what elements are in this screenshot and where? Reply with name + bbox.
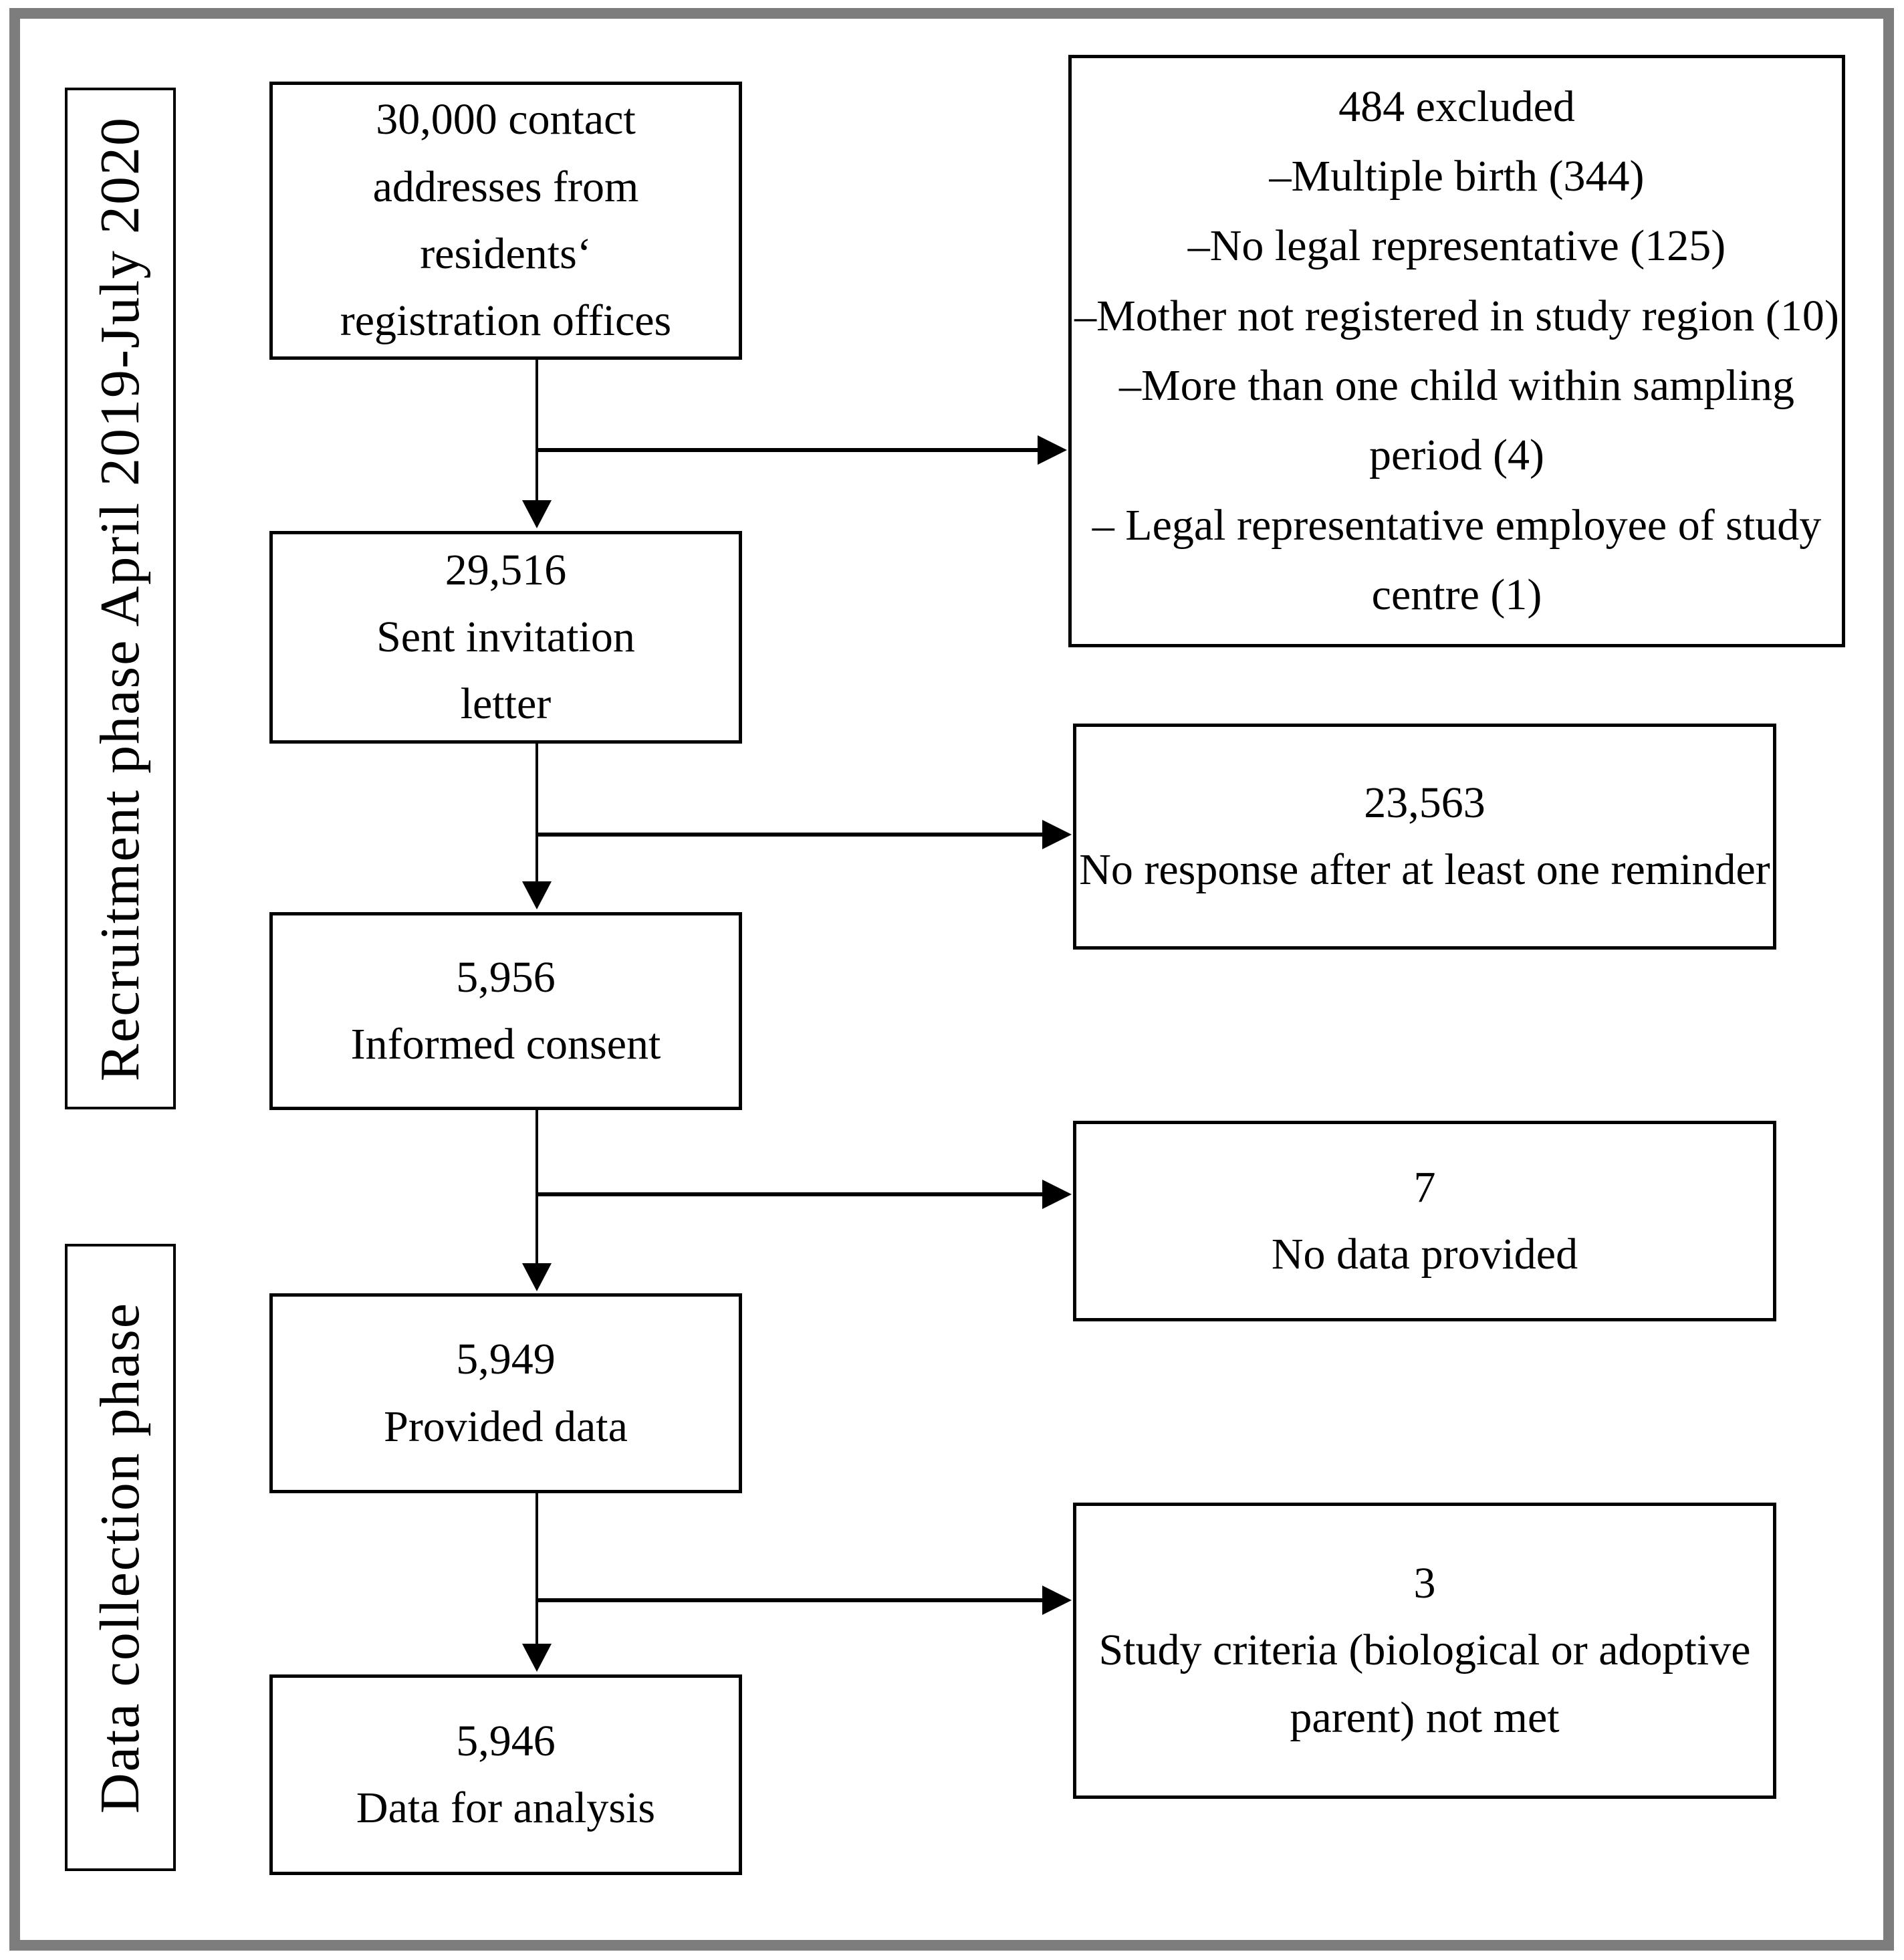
- connector-3-arrowhead: [522, 1263, 552, 1291]
- side-box-no-response: 23,563 No response after at least one re…: [1073, 724, 1776, 950]
- flow-box-contact-addresses-line2: addresses from: [372, 162, 639, 211]
- flow-box-informed-consent-label: Informed consent: [350, 1020, 661, 1069]
- flow-box-sent-invitation-line2: Sent invitation: [376, 612, 635, 661]
- connector-2-line: [536, 744, 538, 885]
- flow-box-sent-invitation-count: 29,516: [445, 545, 567, 594]
- side-box-excluded-item5: – Legal representative employee of study…: [1092, 500, 1822, 619]
- flow-box-informed-consent-count: 5,956: [456, 952, 556, 1002]
- side-box-excluded-item4: –More than one child within sampling per…: [1118, 361, 1794, 480]
- phase-label-recruitment: Recruitment phase April 2019-July 2020: [65, 88, 176, 1109]
- side-box-no-data-provided-label: No data provided: [1271, 1230, 1578, 1279]
- connector-1-line: [536, 360, 538, 506]
- side-box-no-response-label: No response after at least one reminder: [1079, 845, 1770, 894]
- side-box-no-data-provided-count: 7: [1413, 1162, 1436, 1212]
- side-box-excluded-item2: –No legal representative (125): [1187, 221, 1726, 271]
- flow-box-provided-data-label: Provided data: [384, 1402, 628, 1451]
- flow-box-informed-consent: 5,956 Informed consent: [269, 912, 742, 1110]
- branch-3-line: [537, 1192, 1043, 1196]
- phase-label-recruitment-text: Recruitment phase April 2019-July 2020: [89, 116, 152, 1081]
- flow-box-contact-addresses: 30,000 contact addresses from residents‘…: [269, 82, 742, 360]
- flow-box-provided-data-count: 5,949: [456, 1335, 556, 1384]
- side-box-excluded-item3: –Mother not registered in study region (…: [1074, 291, 1839, 340]
- outer-frame: [9, 8, 1894, 1951]
- flow-box-data-for-analysis: 5,946 Data for analysis: [269, 1674, 742, 1875]
- side-box-no-data-provided: 7 No data provided: [1073, 1121, 1776, 1321]
- branch-2-arrowhead: [1042, 820, 1072, 849]
- branch-1-line: [537, 448, 1038, 452]
- branch-1-arrowhead: [1038, 435, 1067, 465]
- flow-box-provided-data: 5,949 Provided data: [269, 1293, 742, 1493]
- side-box-excluded-title: 484 excluded: [1338, 82, 1575, 131]
- flow-box-contact-addresses-line4: registration offices: [340, 296, 672, 346]
- flow-box-sent-invitation: 29,516 Sent invitation letter: [269, 531, 742, 744]
- connector-3-line: [536, 1110, 538, 1267]
- side-box-criteria-not-met: 3 Study criteria (biological or adoptive…: [1073, 1503, 1776, 1799]
- side-box-criteria-not-met-count: 3: [1413, 1559, 1436, 1608]
- branch-4-arrowhead: [1042, 1586, 1072, 1615]
- connector-2-arrowhead: [522, 881, 552, 909]
- side-box-criteria-not-met-label: Study criteria (biological or adoptive p…: [1098, 1626, 1751, 1742]
- connector-1-arrowhead: [522, 500, 552, 528]
- connector-4-line: [536, 1493, 538, 1647]
- branch-3-arrowhead: [1042, 1180, 1072, 1209]
- side-box-excluded-item1: –Multiple birth (344): [1269, 152, 1645, 201]
- flow-box-contact-addresses-line1: 30,000 contact: [376, 95, 636, 144]
- flow-box-contact-addresses-line3: residents‘: [420, 229, 592, 278]
- branch-2-line: [537, 833, 1043, 837]
- flow-box-sent-invitation-line3: letter: [460, 679, 552, 729]
- branch-4-line: [537, 1598, 1043, 1602]
- phase-label-data-collection-text: Data collection phase: [89, 1301, 152, 1814]
- flow-box-data-for-analysis-count: 5,946: [456, 1716, 556, 1765]
- flow-box-data-for-analysis-label: Data for analysis: [356, 1783, 656, 1832]
- side-box-excluded: 484 excluded –Multiple birth (344) –No l…: [1068, 55, 1845, 647]
- phase-label-data-collection: Data collection phase: [65, 1244, 176, 1871]
- side-box-no-response-count: 23,563: [1364, 778, 1485, 827]
- connector-4-arrowhead: [522, 1644, 552, 1672]
